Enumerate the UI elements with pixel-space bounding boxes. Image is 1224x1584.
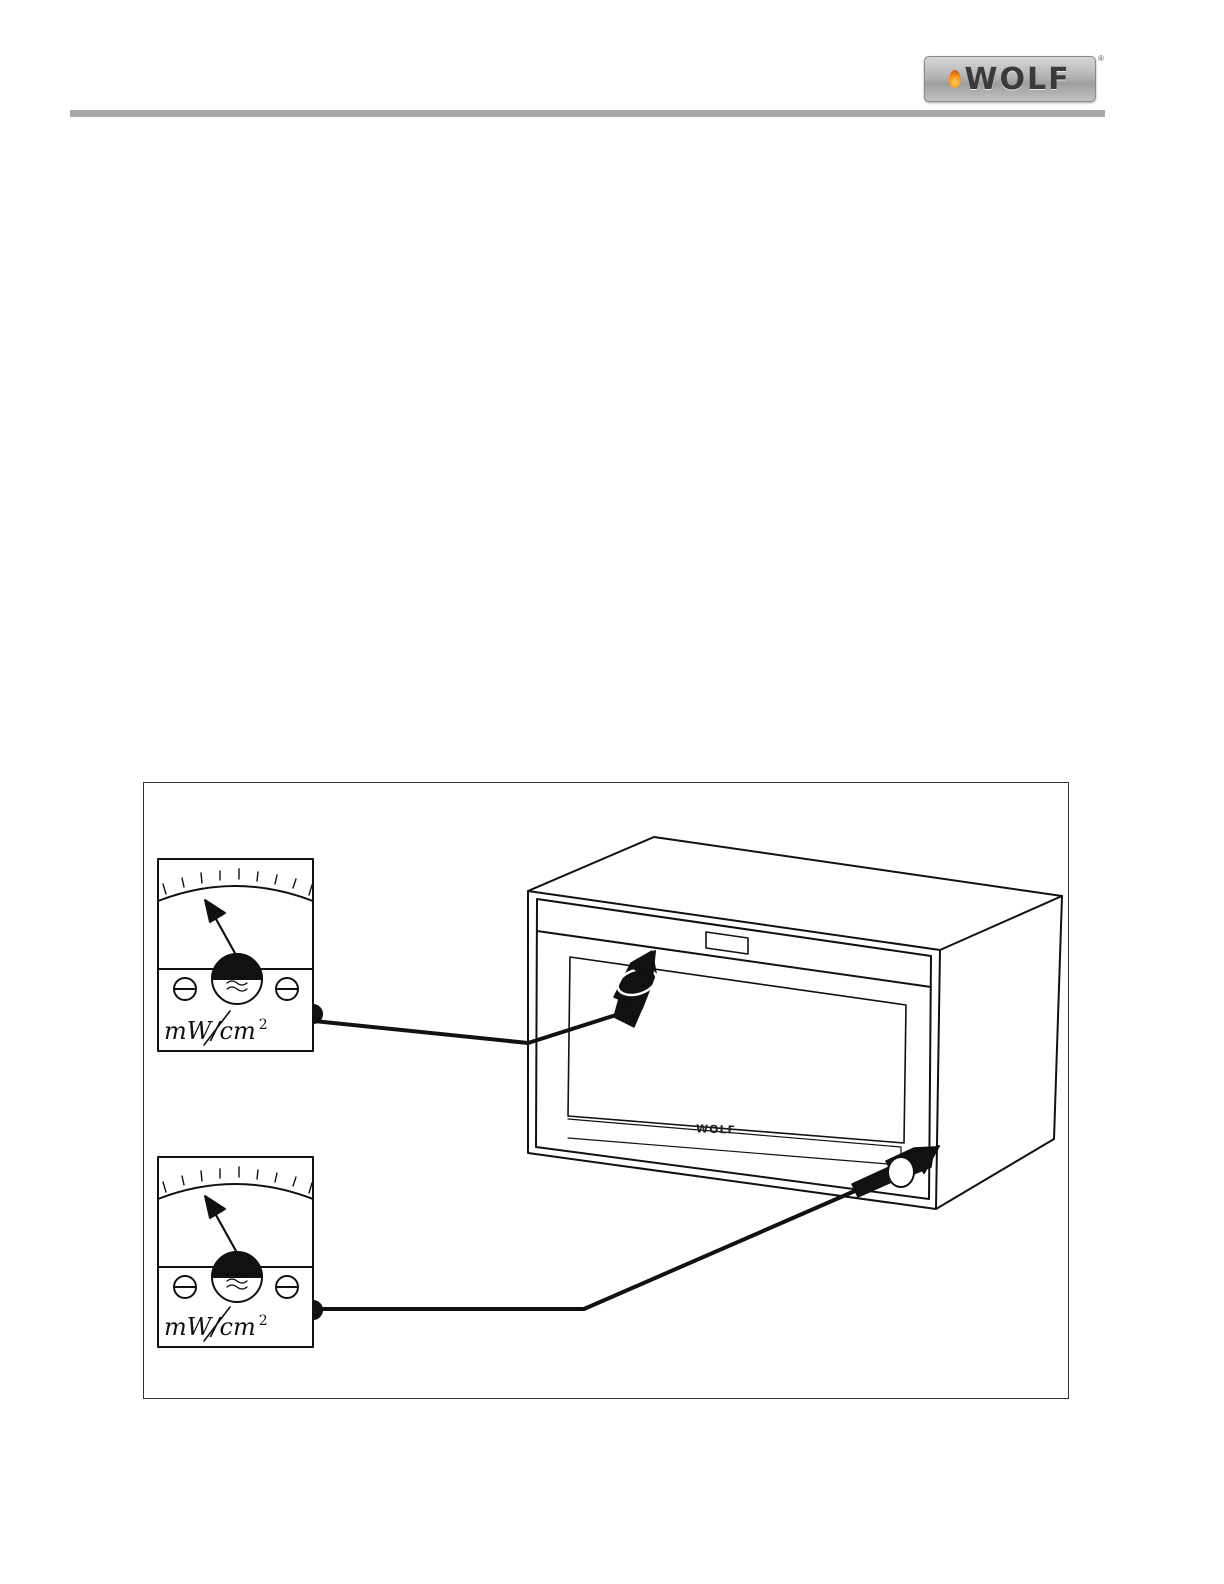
oven-brand-label: WOLF bbox=[696, 1122, 736, 1136]
probe-2-ring bbox=[888, 1157, 914, 1187]
oven-front-inner bbox=[536, 899, 931, 1199]
registered-mark: ® bbox=[1098, 54, 1104, 63]
probe-2 bbox=[314, 1146, 939, 1309]
flame-icon bbox=[949, 70, 961, 88]
figure-illustration bbox=[144, 783, 1070, 1400]
oven-back-right-edge bbox=[1054, 896, 1062, 1139]
probe-2-cable bbox=[314, 1187, 864, 1309]
oven-top-edge bbox=[528, 837, 1062, 950]
probe-1-cable bbox=[314, 1015, 616, 1043]
logo-text: WOLF bbox=[964, 62, 1070, 97]
header-rule bbox=[70, 110, 1105, 117]
oven-display bbox=[706, 932, 748, 954]
oven bbox=[528, 837, 1062, 1209]
probe-1 bbox=[314, 951, 660, 1043]
wolf-logo: WOLF bbox=[924, 56, 1096, 102]
oven-bottom-right-edge bbox=[936, 1139, 1054, 1209]
